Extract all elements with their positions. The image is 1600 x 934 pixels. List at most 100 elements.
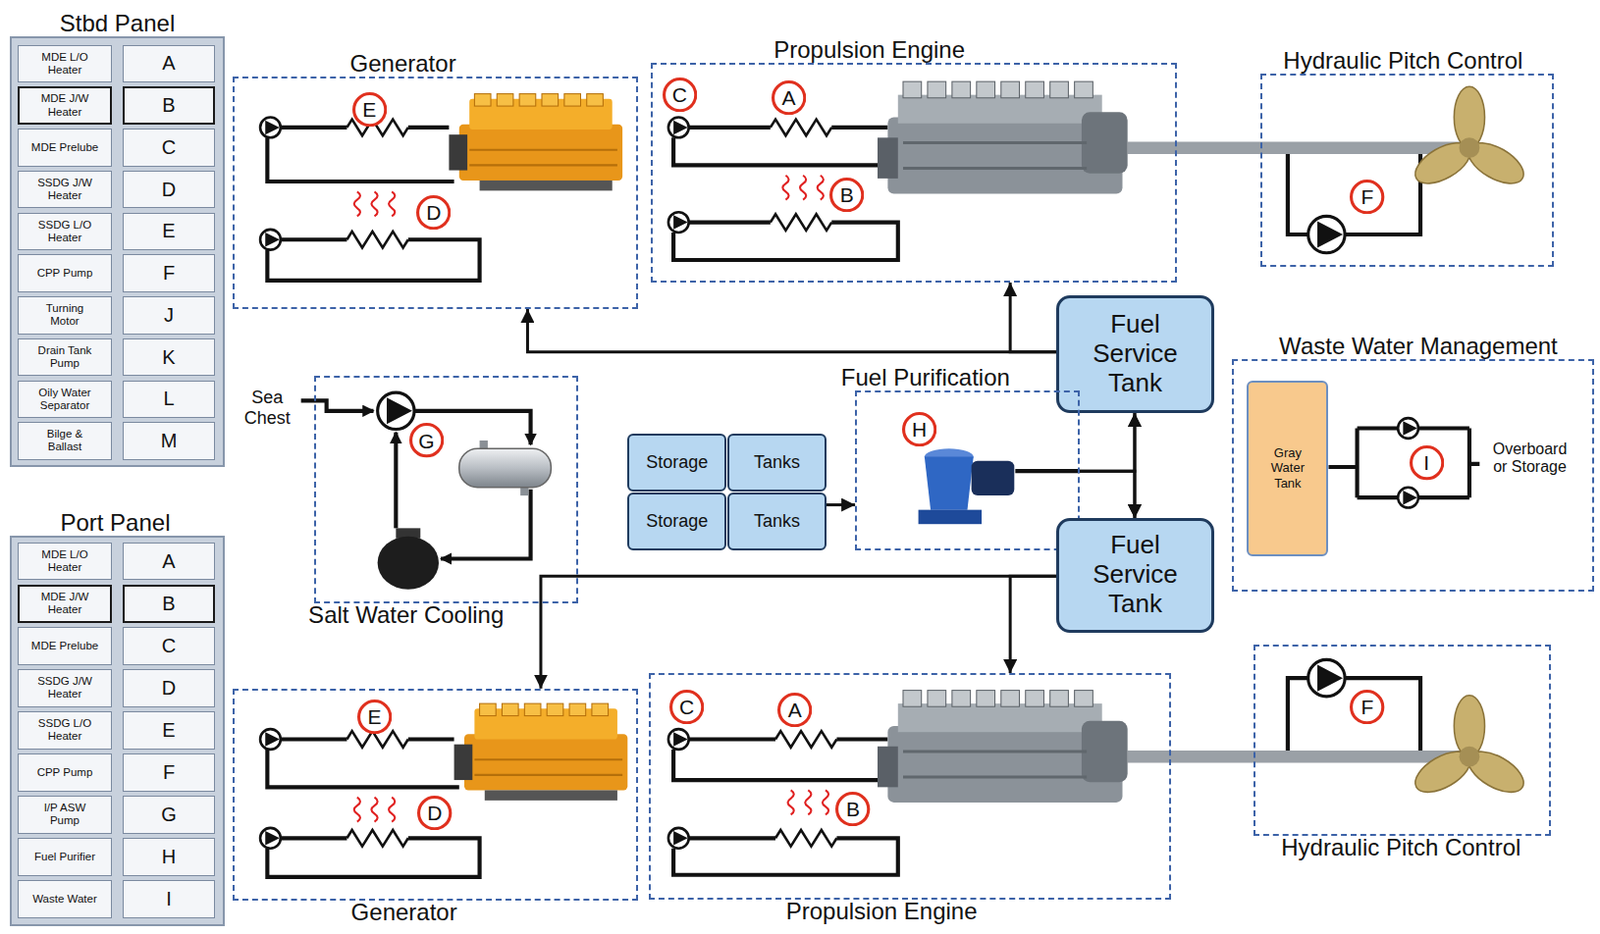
drawing-part xyxy=(266,739,480,877)
drawing-part xyxy=(346,830,408,848)
callout-circle: I xyxy=(1409,445,1444,480)
panel-letter-cell: F xyxy=(122,254,216,292)
callout-ring xyxy=(358,701,390,734)
group-heading: Generator xyxy=(350,51,457,76)
drawing-part xyxy=(377,392,415,429)
drawing-part xyxy=(1014,469,1079,474)
callout-ring xyxy=(779,693,811,726)
panel-label-cell: Fuel Purifier xyxy=(17,838,113,876)
callout-ring xyxy=(353,93,385,125)
group-heading: Port Panel xyxy=(59,510,170,535)
callout-circle: C xyxy=(662,77,697,112)
panel-label-cell: MDE J/W Heater xyxy=(17,86,113,124)
callout-circle: H xyxy=(902,412,937,447)
control-panel: Port PanelMDE L/O HeaterAMDE J/W HeaterB… xyxy=(9,535,224,927)
callout-ring xyxy=(831,178,863,211)
callout-circle: G xyxy=(409,423,444,458)
drawing-part xyxy=(454,703,629,801)
node-text: F xyxy=(162,761,175,785)
panel-letter-cell: B xyxy=(122,86,216,124)
node-text: SSDG L/O Heater xyxy=(30,218,100,245)
panel-letter-cell: D xyxy=(122,669,216,707)
drawing-part xyxy=(393,432,398,530)
group-heading: Fuel Purification xyxy=(841,365,1011,390)
panel-label-cell: SSDG L/O Heater xyxy=(17,213,113,251)
drawing-part xyxy=(775,731,837,748)
fuel-line-connector xyxy=(1010,282,1057,353)
callout-circle: F xyxy=(1349,179,1385,214)
annotation-label: Sea Chest xyxy=(236,387,298,428)
panel-letter-cell: K xyxy=(122,338,216,376)
node-text: I/P ASW Pump xyxy=(30,801,100,828)
drawing-part xyxy=(1287,154,1421,235)
callout-circle: D xyxy=(417,796,452,831)
panel-label-cell: Bilge & Ballast xyxy=(17,422,113,460)
drawing-part xyxy=(346,231,408,249)
node-text: B xyxy=(161,592,175,616)
drawing-part xyxy=(877,691,1128,803)
panel-label-cell: MDE L/O Heater xyxy=(17,45,113,83)
drawing-part xyxy=(788,790,830,815)
node-text: J xyxy=(163,304,174,327)
drawing-part xyxy=(354,191,396,216)
group-heading: Hydraulic Pitch Control xyxy=(1280,835,1521,860)
drawing-part xyxy=(459,448,552,487)
panel-letter-cell: A xyxy=(122,45,216,83)
drawing-part xyxy=(1408,86,1531,192)
system-group: GeneratorED xyxy=(232,689,639,902)
panel-letter-cell: C xyxy=(122,128,216,166)
callout-ring xyxy=(663,79,695,111)
node-text: Gray Water Tank xyxy=(1263,445,1313,492)
callout-ring xyxy=(903,414,935,446)
node-text: M xyxy=(160,429,178,453)
node-text: Bilge & Ballast xyxy=(30,427,100,454)
drawing-part xyxy=(673,739,899,875)
group-heading: Hydraulic Pitch Control xyxy=(1282,48,1523,73)
panel-letter-cell: E xyxy=(122,213,216,251)
callout-ring xyxy=(1410,447,1442,480)
node-text: D xyxy=(161,178,176,202)
fuel-line-connector xyxy=(1079,413,1135,472)
drawing-part xyxy=(668,212,690,233)
fuel-line-connector xyxy=(1132,413,1136,519)
panel-letter-cell: M xyxy=(122,422,216,460)
node-text: Oily Water Separator xyxy=(30,386,100,413)
gray-water-tank: Gray Water Tank xyxy=(1246,380,1329,557)
callout-letter: A xyxy=(788,699,802,721)
callout-circle: A xyxy=(777,693,812,728)
system-group: Salt Water CoolingG xyxy=(314,375,579,605)
fuel-service-tank: Fuel Service Tank xyxy=(1056,295,1215,414)
node-text: Fuel Service Tank xyxy=(1073,531,1197,620)
panel-label-cell: Drain Tank Pump xyxy=(17,338,113,376)
panel-label-cell: I/P ASW Pump xyxy=(17,796,113,834)
panel-letter-cell: B xyxy=(122,585,216,623)
callout-letter: F xyxy=(1361,186,1375,208)
panel-letter-cell: J xyxy=(122,296,216,334)
panel-label-cell: MDE L/O Heater xyxy=(17,542,113,581)
callout-letter: G xyxy=(418,430,434,452)
drawing-part xyxy=(971,461,1015,496)
callout-letter: B xyxy=(840,184,854,206)
drawing-part xyxy=(668,729,690,750)
node-text: E xyxy=(161,719,175,743)
node-text: SSDG J/W Heater xyxy=(30,176,100,203)
drawing-part xyxy=(918,510,982,526)
panel-label-cell: Waste Water xyxy=(17,880,113,918)
panel-letter-cell: F xyxy=(122,753,216,792)
fuel-purifier xyxy=(918,448,1015,525)
drawing-part xyxy=(1287,678,1421,751)
fuel-line-connector xyxy=(527,309,1056,353)
callout-ring xyxy=(1351,181,1384,214)
node-text: Storage xyxy=(645,511,708,533)
drawing-part xyxy=(668,828,690,850)
drawing-part xyxy=(1308,659,1345,696)
callout-letter: A xyxy=(782,87,797,108)
panel-letter-cell: I xyxy=(122,880,216,918)
system-group: Fuel PurificationH xyxy=(854,390,1080,551)
drawing-part xyxy=(924,457,974,511)
callout-letter: E xyxy=(367,706,381,728)
node-text: C xyxy=(161,635,176,658)
storage-tank-box: Tanks xyxy=(727,492,827,551)
system-group: Propulsion EngineCAB xyxy=(648,673,1172,901)
